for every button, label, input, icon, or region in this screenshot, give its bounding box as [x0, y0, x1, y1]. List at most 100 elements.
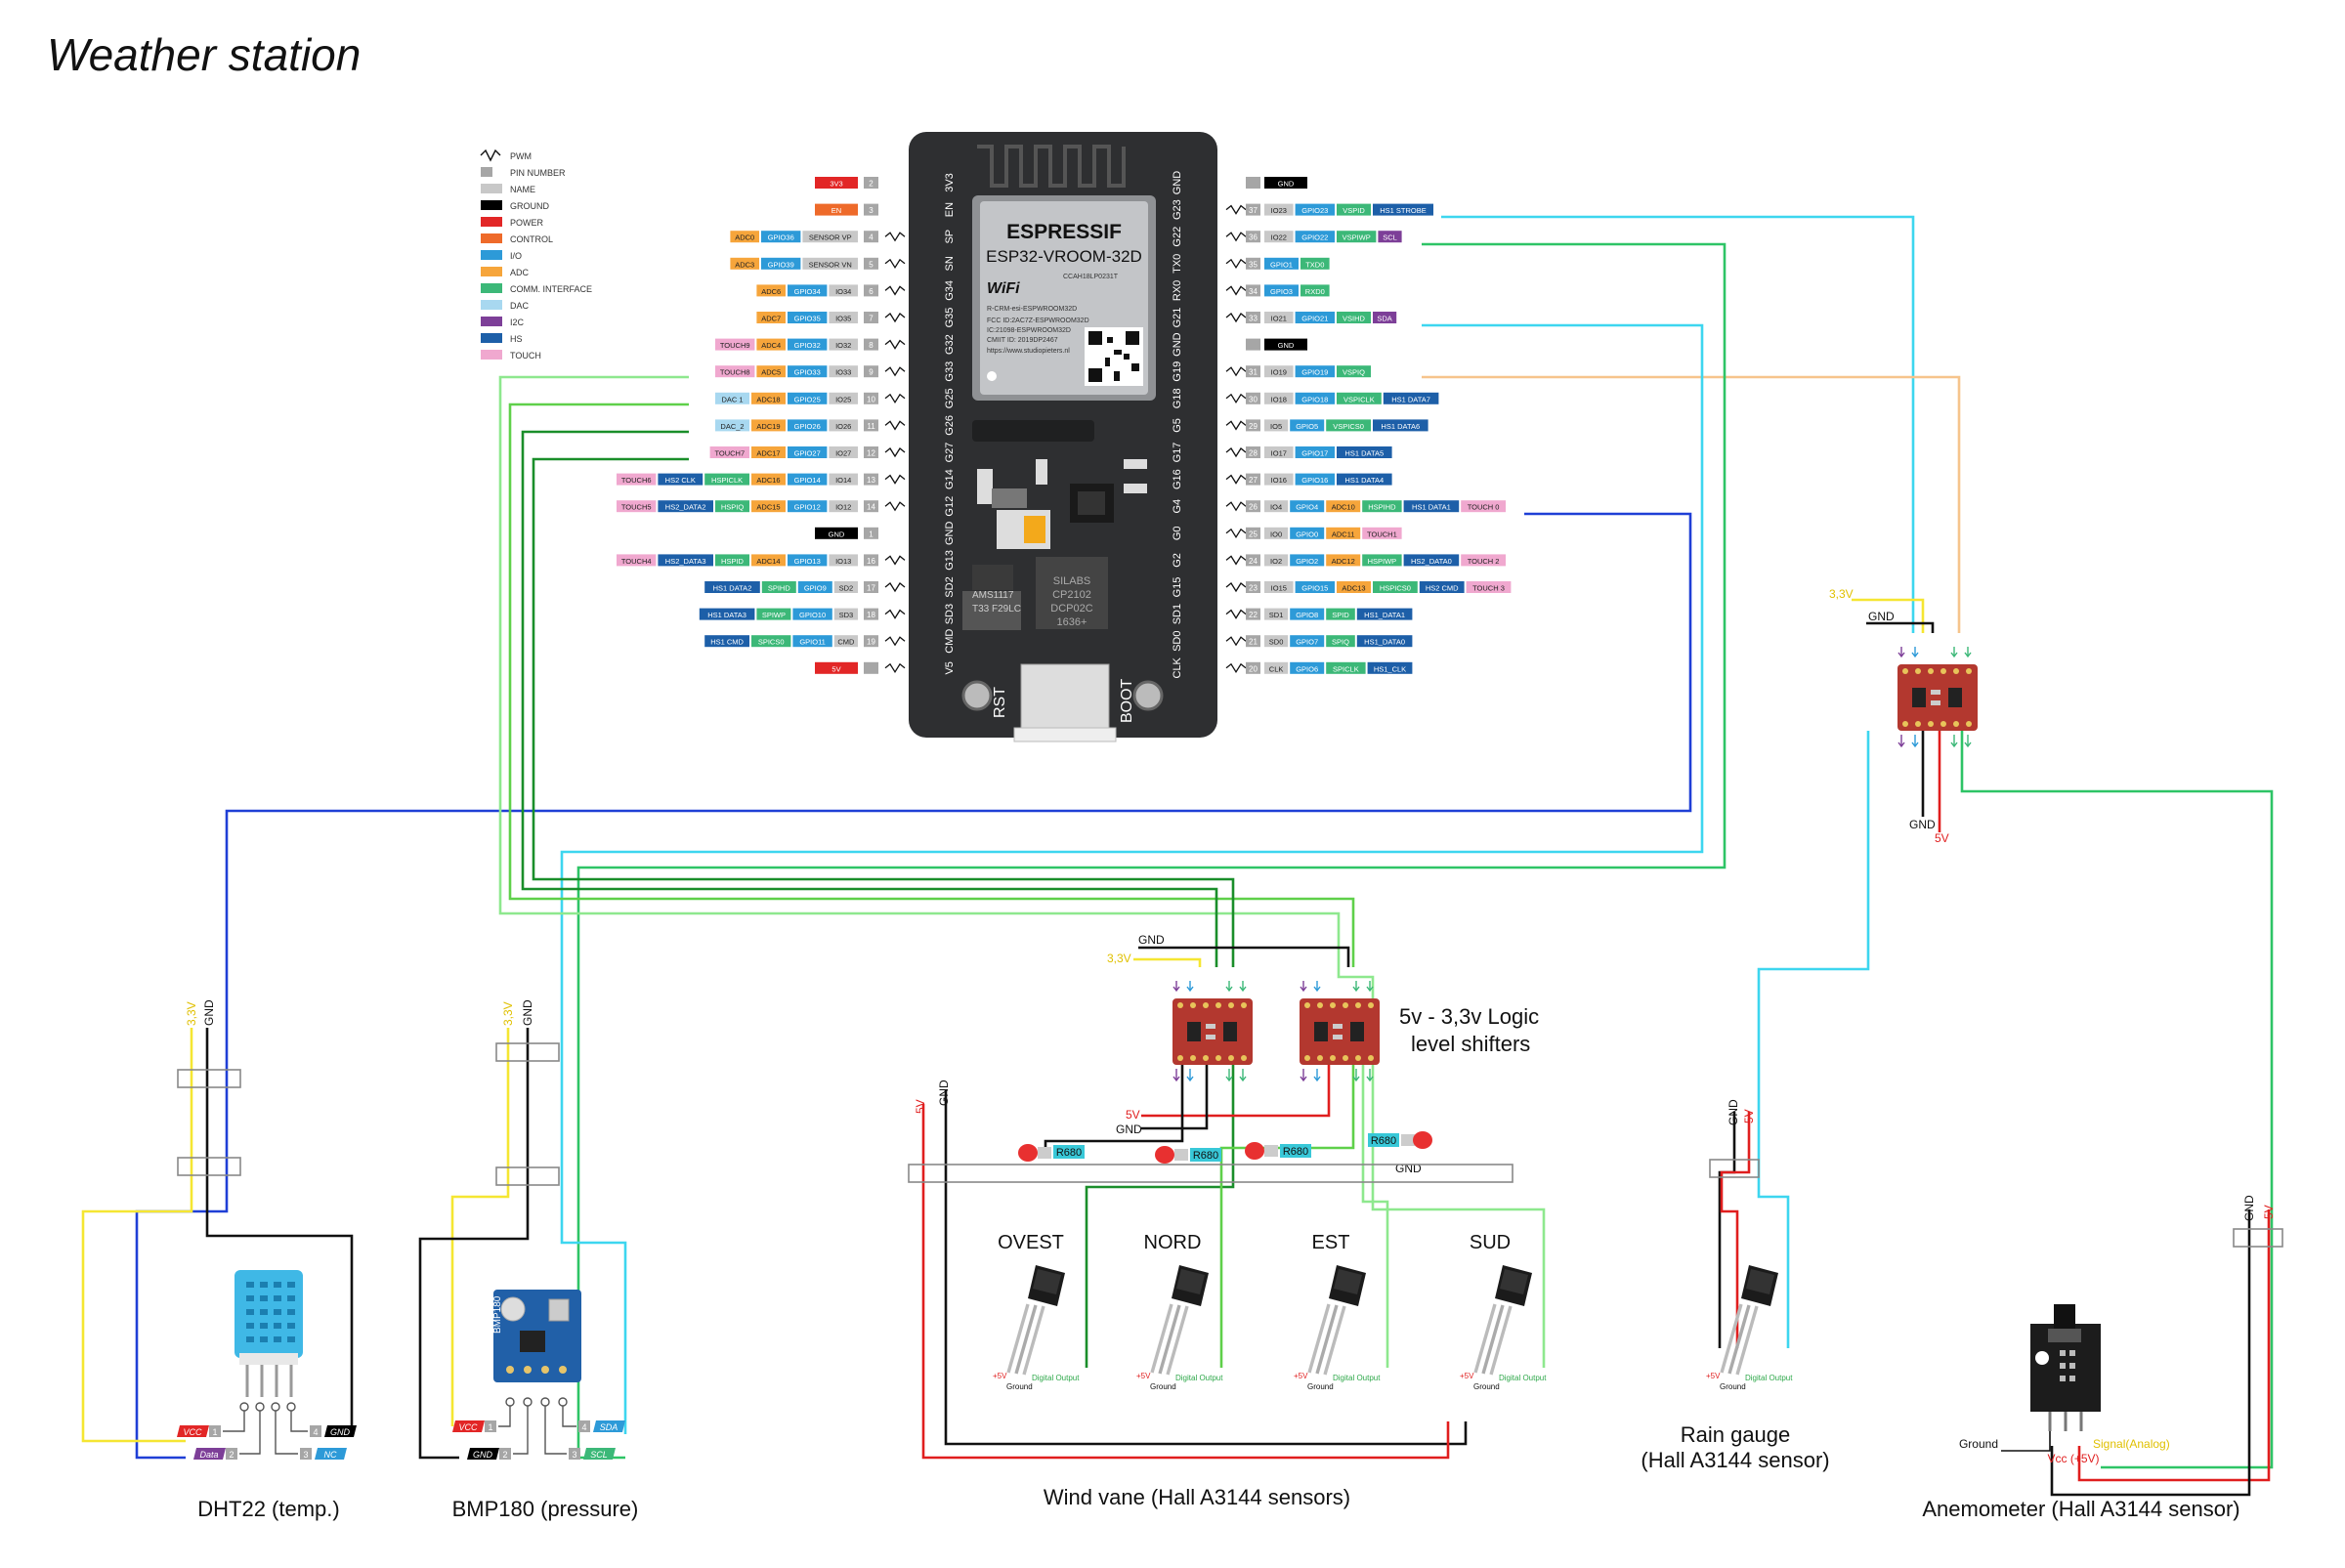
- pin-number: 7: [869, 315, 874, 323]
- pin-function-tag: [829, 284, 858, 297]
- pin-function-tag: [792, 635, 832, 648]
- led-nord: [1155, 1146, 1188, 1164]
- pin-function-tag: [704, 581, 760, 593]
- sensor-pin-tag: [193, 1448, 226, 1460]
- pin-function-tag: [751, 446, 786, 458]
- sensor-pin-tag: [593, 1420, 625, 1432]
- board-pin-name: G26: [944, 415, 956, 436]
- pwm-icon: [884, 447, 906, 458]
- pin-function-tag: [1264, 419, 1289, 432]
- wind-vane-label: Wind vane (Hall A3144 sensors): [1044, 1485, 1350, 1509]
- dht-3v3-label: 3,3V: [185, 1001, 198, 1026]
- sensor-pin-tag: [583, 1448, 616, 1460]
- pin-function-label: IO17: [1271, 449, 1287, 458]
- pin-function-label: SENSOR VP: [809, 233, 852, 242]
- pin-function-tag: [1403, 554, 1460, 567]
- pin-function-label: GPIO36: [768, 233, 794, 242]
- pin-function-tag: [829, 554, 858, 567]
- pin-function-tag: [1461, 500, 1506, 513]
- pin-function-label: GPIO21: [1301, 315, 1328, 323]
- pin-number: 25: [1249, 530, 1258, 538]
- wire-io27: [532, 457, 1235, 967]
- board-pin-name: EN: [944, 202, 956, 217]
- logic-level-shifters: [1172, 647, 1978, 1082]
- board-pin-name: SD3: [944, 604, 956, 624]
- pin-function-label: IO33: [835, 368, 851, 377]
- shifter-3: [1897, 647, 1978, 748]
- pin-function-tag: [1337, 392, 1382, 404]
- pwm-icon: [884, 609, 906, 619]
- board-pin-name: GND: [1172, 332, 1183, 357]
- pwm-icon: [884, 313, 906, 323]
- pin-number-box: [864, 257, 878, 270]
- pin-number-box: [1246, 365, 1260, 378]
- right-shifter-gnd-label-2: GND: [1909, 818, 1936, 831]
- pin-function-label: ADC0: [735, 233, 754, 242]
- board-pin-name: G32: [944, 334, 956, 355]
- pin-function-label: SD1: [1269, 611, 1284, 619]
- pin-function-tag: [751, 635, 791, 648]
- pin-function-tag: [730, 257, 759, 270]
- pin-function-tag: [1264, 177, 1307, 189]
- pwm-icon: [1225, 609, 1247, 619]
- pin-function-tag: [788, 365, 828, 378]
- legend-item-label: GROUND: [510, 201, 549, 211]
- board-pin-name: G25: [944, 388, 956, 408]
- pin-function-tag: [802, 257, 858, 270]
- pin-function-label: IO16: [1271, 476, 1287, 485]
- rst-button[interactable]: [961, 680, 993, 711]
- sensor-pin-number: 3: [303, 1450, 308, 1460]
- pwm-icon: [1225, 258, 1247, 270]
- pin-function-label: SDA: [1377, 315, 1391, 323]
- pin-number: 29: [1249, 422, 1258, 431]
- pin-function-label: SPIHD: [768, 584, 791, 593]
- pin-function-tag: [833, 581, 858, 593]
- pin-function-tag: [1362, 554, 1402, 567]
- boot-button[interactable]: [1132, 680, 1164, 711]
- board-pin-name: G27: [944, 443, 956, 463]
- pin-function-tag: [1326, 608, 1355, 620]
- pin-function-tag: [1378, 231, 1402, 243]
- board-pin-name: G17: [1172, 443, 1183, 463]
- pin-number: 14: [867, 503, 875, 512]
- pin-function-tag: [802, 231, 858, 243]
- pin-function-label: GPIO22: [1301, 233, 1328, 242]
- pin-function-label: VSPICLK: [1343, 395, 1375, 403]
- wire-left-shifters-gnd: [1138, 946, 1350, 967]
- pin-function-tag: [788, 554, 828, 567]
- sensor-pin-number: 2: [502, 1450, 507, 1460]
- pin-function-tag: [1383, 392, 1439, 404]
- pin-number: 10: [867, 395, 875, 403]
- sensor-pin-number-box: [310, 1425, 321, 1437]
- pin-number-box: [864, 500, 878, 513]
- shifter-2: [1300, 981, 1380, 1082]
- pin-function-label: TOUCH 0: [1468, 503, 1500, 512]
- sensor-pin-name: Data: [199, 1450, 218, 1460]
- pin-number: 37: [1249, 206, 1258, 215]
- bmp-chip-label: BMP180: [492, 1295, 503, 1334]
- wire-vane-5v-bus: [921, 1104, 1450, 1460]
- pin-function-tag: [751, 392, 786, 404]
- pin-function-label: HS2 CMD: [1426, 584, 1459, 593]
- board-pin-name: G35: [944, 308, 956, 328]
- pwm-icon: [884, 393, 906, 404]
- board-pin-name: G4: [1172, 499, 1183, 514]
- pin-function-tag: [788, 392, 828, 404]
- sensor-pin-number-box: [569, 1448, 580, 1460]
- led-ovest: [1018, 1144, 1051, 1162]
- pin-function-tag: [1264, 257, 1299, 270]
- pin-function-tag: [1337, 203, 1371, 216]
- pin-function-label: HS1 CMD: [710, 638, 744, 647]
- board-fcc-1: R-CRM-esi-ESPWROOM32D: [987, 306, 1077, 313]
- pin-function-tag: [829, 312, 858, 323]
- pin-number: 4: [869, 233, 874, 242]
- pin-number: 18: [867, 611, 875, 619]
- sensor-pin-number-box: [226, 1448, 237, 1460]
- pin-function-tag: [1362, 527, 1402, 539]
- pin-function-tag: [751, 419, 786, 432]
- vane-nord-label: NORD: [1144, 1232, 1202, 1253]
- pin-function-label: IO13: [835, 557, 851, 566]
- legend-item-label: TOUCH: [510, 351, 541, 360]
